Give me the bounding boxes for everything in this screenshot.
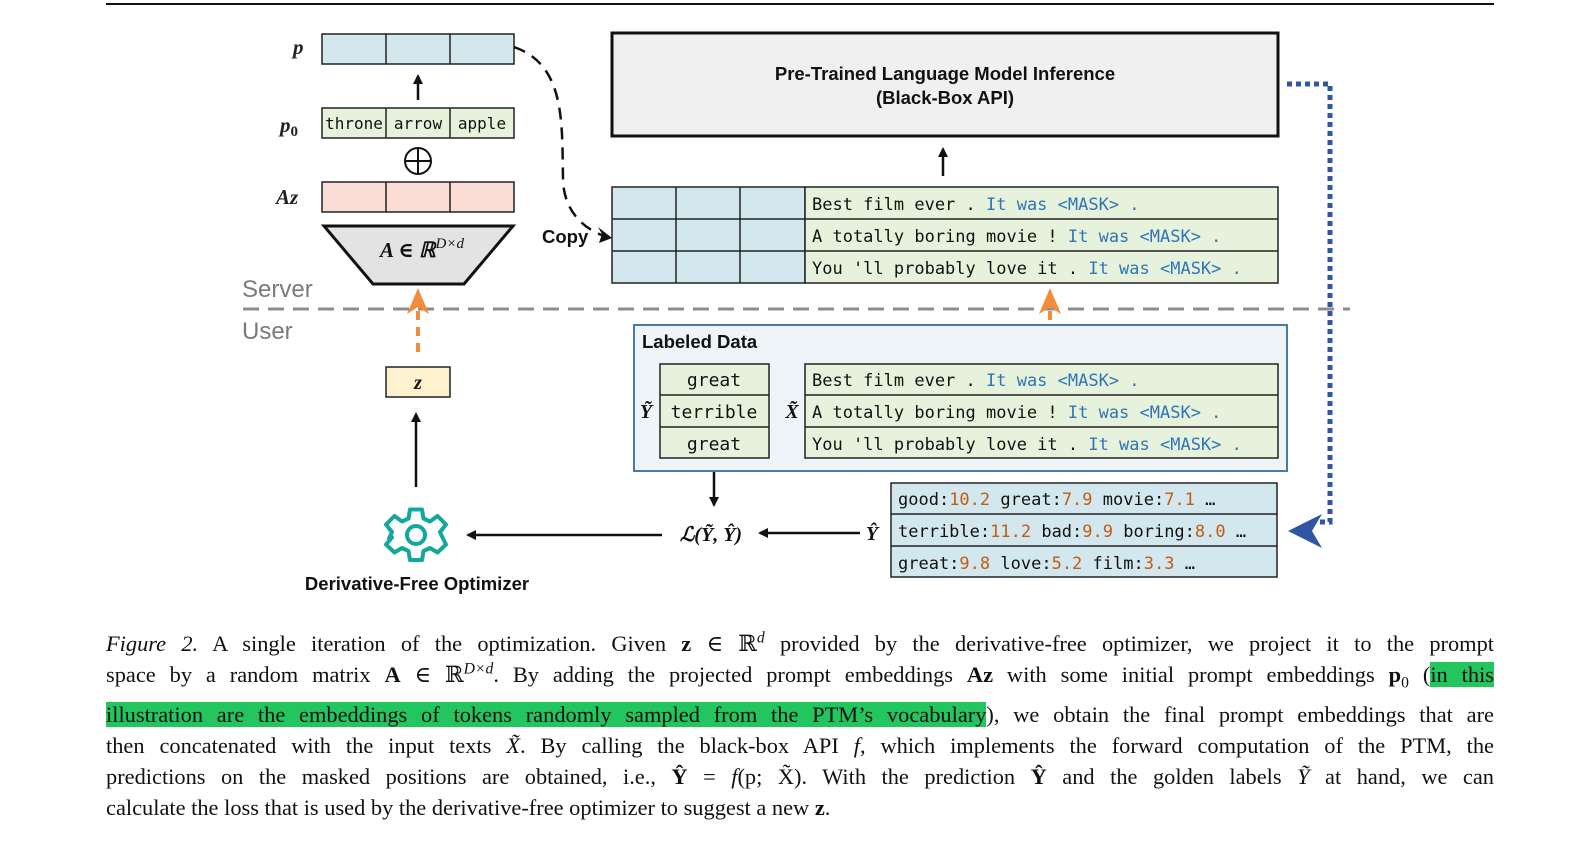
blue-dotted-return-arrow [1287, 81, 1333, 548]
label-row-1: great [687, 370, 741, 391]
prediction-row-1: good:10.2 great:7.9 movie:7.1 … [898, 490, 1215, 510]
figure-caption: Figure 2. A single iteration of the opti… [106, 628, 1495, 824]
ptm-box [610, 31, 1280, 138]
y-tilde-label: Ỹ [640, 400, 654, 423]
caption-line-3: illustration are the embeddings of token… [106, 701, 1494, 727]
caption-line-5: predictions on the masked positions are … [106, 764, 1494, 790]
projected-prompt-az [321, 181, 515, 213]
labeled-input-row-1: Best film ever . It was <MASK> . [812, 371, 1140, 391]
optimizer-label: Derivative-Free Optimizer [305, 573, 529, 594]
server-label: Server [242, 276, 313, 303]
z-box [385, 366, 451, 398]
ptm-title-line1: Pre-Trained Language Model Inference [775, 63, 1115, 84]
p0-token-2: arrow [394, 114, 443, 133]
server-input-texts: Best film ever . It was <MASK> . A total… [804, 186, 1279, 284]
initial-prompt-p0: throne arrow apple [321, 107, 515, 139]
caption-line-6: calculate the loss that is used by the d… [106, 795, 831, 821]
label-row-2: terrible [671, 402, 758, 423]
labels-column: great terrible great [659, 363, 770, 459]
labeled-input-row-3: You 'll probably love it . It was <MASK>… [812, 435, 1242, 455]
server-input-row-3: You 'll probably love it . It was <MASK>… [812, 259, 1242, 279]
caption-line-4: then concatenated with the input texts X… [106, 733, 1494, 759]
orange-arrow-left [407, 288, 429, 352]
labeled-input-texts: Best film ever . It was <MASK> . A total… [804, 363, 1279, 459]
prediction-row-2: terrible:11.2 bad:9.9 boring:8.0 … [898, 522, 1246, 542]
loss-label: ℒ(Ỹ, Ŷ) [680, 522, 742, 546]
labeled-data-title: Labeled Data [642, 331, 758, 352]
svg-text:A ∈ ℝD×d: A ∈ ℝD×d [378, 236, 464, 262]
p0-token-3: apple [458, 114, 506, 133]
figure-diagram: p p0 Az throne arrow apple A ∈ ℝD×d Serv… [106, 3, 1494, 594]
server-input-row-1: Best film ever . It was <MASK> . [812, 195, 1140, 215]
matrix-a-trapezoid: A ∈ ℝD×d [320, 224, 517, 286]
prediction-row-3: great:9.8 love:5.2 film:3.3 … [898, 554, 1195, 574]
server-input-row-2: A totally boring movie ! It was <MASK> . [812, 227, 1221, 247]
z-label: z [413, 372, 422, 394]
gear-icon [384, 507, 448, 562]
user-label: User [242, 318, 293, 345]
label-p: p [291, 35, 304, 59]
caption-line-1: Figure 2. A single iteration of the opti… [106, 629, 1495, 656]
caption-highlight-1: in this [1430, 662, 1495, 688]
ptm-title-line2: (Black-Box API) [876, 87, 1014, 108]
p0-token-1: throne [325, 114, 383, 133]
predictions-box: good:10.2 great:7.9 movie:7.1 … terrible… [890, 482, 1278, 578]
copy-curve [513, 45, 605, 238]
label-az: Az [274, 185, 299, 209]
label-row-3: great [687, 434, 741, 455]
copy-label: Copy [542, 226, 589, 247]
oplus-icon [404, 147, 432, 175]
caption-highlight-2: illustration are the embeddings of token… [106, 701, 987, 727]
y-hat-label: Ŷ [866, 521, 880, 545]
server-prompt-grid [611, 186, 806, 284]
labeled-input-row-2: A totally boring movie ! It was <MASK> . [812, 403, 1221, 423]
x-tilde-label: X̃ [784, 400, 799, 423]
label-p0: p0 [278, 113, 298, 140]
prompt-embedding-p [321, 33, 515, 65]
caption-line-2: space by a random matrix A ∈ ℝD×d. By ad… [106, 660, 1495, 692]
